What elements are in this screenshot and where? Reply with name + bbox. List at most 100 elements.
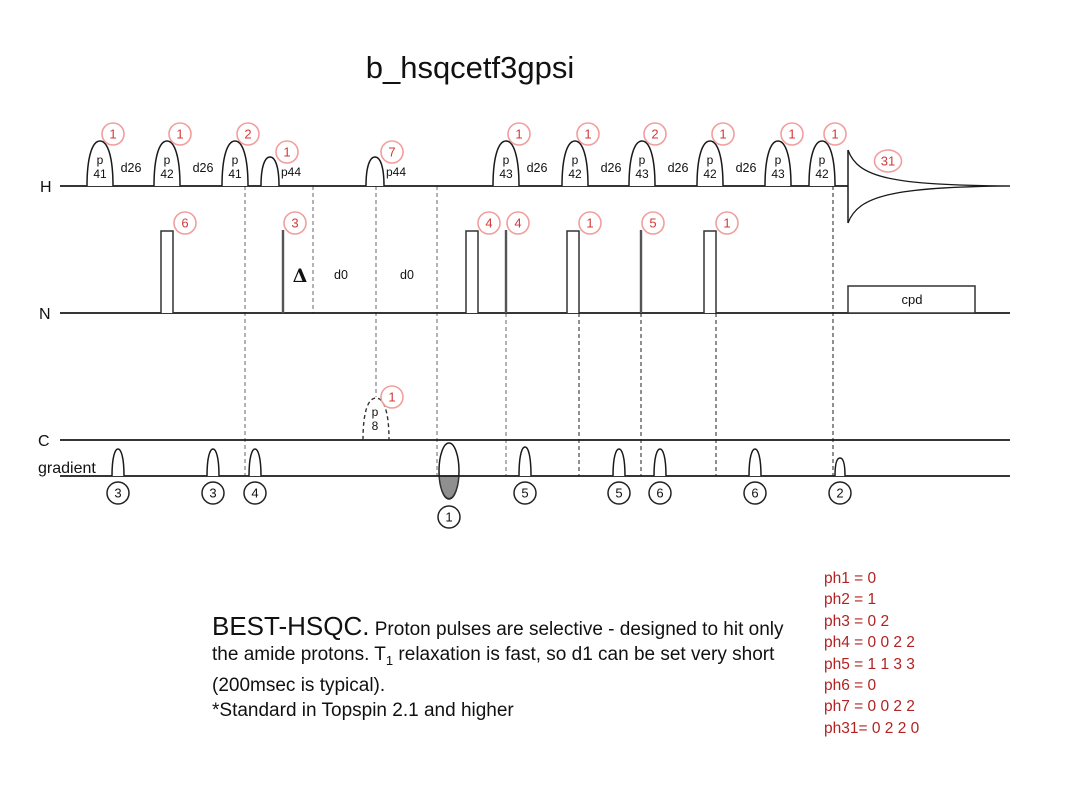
- h-pulse-label: p: [775, 153, 782, 167]
- gradient-pulse-small: [834, 457, 846, 477]
- fid-upper-envelope: [847, 149, 1011, 187]
- c-channel-label: C: [38, 433, 50, 450]
- gradient-pulse: [748, 448, 762, 477]
- phase-circle: [643, 122, 667, 146]
- phase-cycle-table: ph1 = 0 ph2 = 1 ph3 = 0 2 ph4 = 0 0 2 2 …: [824, 568, 919, 739]
- phase-number: 1: [176, 127, 183, 142]
- gradient-circle: [607, 481, 631, 505]
- phase-number: 1: [788, 127, 795, 142]
- gradient-number-circles: 3 3 4 1 5 5 6 6 2: [106, 481, 852, 529]
- n-rect-pulse: [160, 230, 174, 313]
- delay-label: d26: [121, 161, 142, 175]
- c-dashed-bell: [362, 397, 390, 441]
- cpd-label: cpd: [902, 292, 923, 307]
- h-pulse-label: 41: [93, 167, 107, 181]
- h-pulse-label: 43: [499, 167, 513, 181]
- phase-line: ph5 = 1 1 3 3: [824, 655, 915, 673]
- phase-circle: [576, 122, 600, 146]
- t1-subscript: 1: [385, 652, 394, 668]
- gradient-number: 1: [445, 510, 452, 525]
- h-pulse-bell: [86, 140, 114, 187]
- phase-line: ph3 = 0 2: [824, 612, 890, 630]
- phase-number: 5: [649, 216, 656, 231]
- gradient-pulse: [612, 448, 626, 477]
- dashed-alignment-lines: [244, 186, 834, 476]
- phase-line: ph1 = 0: [824, 570, 877, 587]
- cpd-decoupling-box: [847, 285, 976, 314]
- phase-number: 31: [881, 154, 895, 169]
- phase-number: 1: [515, 127, 522, 142]
- c-pulse-label: p: [372, 405, 379, 419]
- h-pulse-label: p: [639, 153, 646, 167]
- n-phase-circles: 6 3 4 4 1 5 1: [173, 211, 739, 235]
- h-pulse-label: p: [232, 153, 239, 167]
- description-body-1: Proton pulses are selective - designed t…: [212, 619, 784, 665]
- phase-number: 2: [651, 127, 658, 142]
- h-pulse-label: 42: [160, 167, 174, 181]
- h-pulse-label: p44: [386, 165, 406, 179]
- h-delays: d26 d26 d26 d26 d26 d26: [121, 161, 757, 175]
- phase-circle: [283, 211, 307, 235]
- gradient-pulse: [111, 448, 125, 477]
- phase-circle: [380, 385, 404, 409]
- phase-number: 1: [283, 145, 290, 160]
- phase-circle: [711, 122, 735, 146]
- gradient-circle: [513, 481, 537, 505]
- phase-circle: [275, 140, 299, 164]
- phase-number: 7: [388, 145, 395, 160]
- description-text: BEST-HSQC. Proton pulses are selective -…: [212, 613, 784, 723]
- phase-circle: [641, 211, 665, 235]
- n-rect-pulse: [703, 230, 717, 313]
- phase-circle: [236, 122, 260, 146]
- phase-circle: [101, 122, 125, 146]
- h-pulse-bell: [492, 140, 520, 187]
- phase-line: ph2 = 1: [824, 591, 877, 609]
- phase-number: 2: [244, 127, 251, 142]
- phase-circle: [168, 122, 192, 146]
- h-pulse-label: 42: [703, 167, 717, 181]
- phase-line: ph4 = 0 0 2 2: [824, 634, 915, 652]
- gradient-number: 2: [836, 486, 843, 501]
- d0-delay-label: d0: [400, 268, 414, 282]
- n-pulses: [160, 230, 717, 313]
- gradient-circle: [828, 481, 852, 505]
- gradient-channel-label: gradient: [38, 460, 96, 477]
- h-pulse-bell: [808, 140, 836, 187]
- phase-circle: [823, 122, 847, 146]
- gradient-number: 6: [656, 486, 663, 501]
- gradient-pulse: [518, 446, 532, 477]
- delta-delay-label: Δ: [293, 265, 308, 287]
- gradient-number: 6: [751, 486, 758, 501]
- delay-label: d26: [527, 161, 548, 175]
- fid-lower-envelope: [847, 185, 1011, 224]
- phase-line: ph7 = 0 0 2 2: [824, 698, 915, 716]
- phase-circle: [506, 211, 530, 235]
- phase-number: 4: [485, 216, 492, 231]
- h-pulse-bell: [221, 140, 249, 187]
- phase-circle: [173, 211, 197, 235]
- phase-number: 1: [109, 127, 116, 142]
- phase-circle: [578, 211, 602, 235]
- delay-label: d26: [601, 161, 622, 175]
- h-pulse-label: p: [164, 153, 171, 167]
- phase-number: 1: [719, 127, 726, 142]
- gradient-bipolar-pulse: [438, 442, 460, 500]
- gradient-pulse: [653, 448, 667, 477]
- gradient-number: 4: [251, 486, 258, 501]
- gradient-number: 5: [615, 486, 622, 501]
- gradient-circle: [437, 505, 461, 529]
- h-pulse-bell-small: [365, 156, 385, 187]
- phase-line: ph6 = 0: [824, 677, 877, 695]
- phase-circle: [380, 140, 404, 164]
- delay-label: d26: [668, 161, 689, 175]
- gradient-circle: [648, 481, 672, 505]
- h-channel-label: H: [40, 179, 52, 196]
- gradient-pulses: [111, 446, 846, 477]
- phase-number: 4: [514, 216, 521, 231]
- gradient-pulse: [248, 448, 262, 477]
- gradient-number: 5: [521, 486, 528, 501]
- h-pulse-label: p: [819, 153, 826, 167]
- gradient-circle: [201, 481, 225, 505]
